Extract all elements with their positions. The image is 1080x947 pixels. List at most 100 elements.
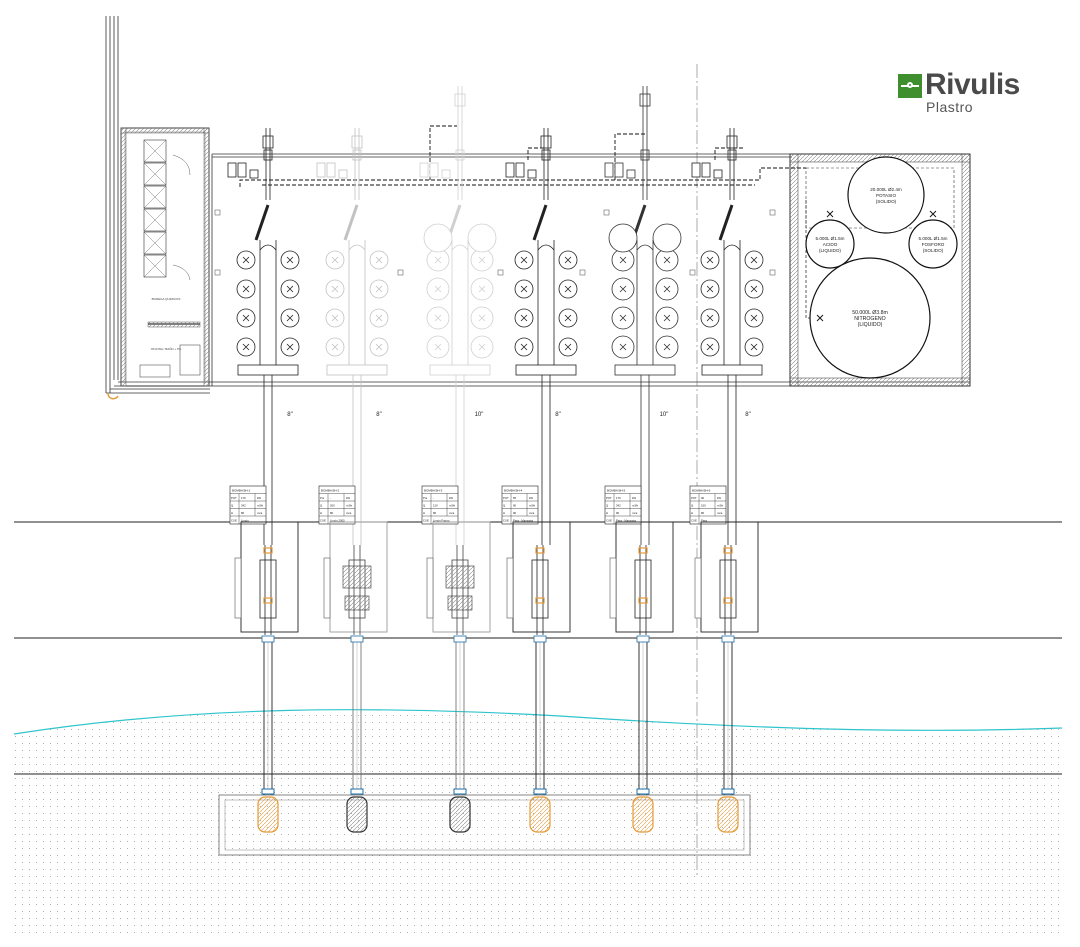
pump-param-value: Pera - Manzana	[616, 519, 636, 523]
filter-station-1	[227, 128, 300, 545]
pump-param-value: 90	[616, 511, 620, 515]
pump-param-unit: m3/h	[346, 504, 353, 508]
room-label-2: OFICINA / BAÑO + PC	[151, 346, 182, 351]
pump-title: BOMBA BH-1	[232, 489, 251, 493]
pump-param-unit: m3/h	[632, 504, 639, 508]
pump-param-unit: kW	[257, 496, 261, 500]
pump-param-name: POT	[606, 496, 612, 500]
pump-title: BOMBA BH-6	[692, 489, 711, 493]
pump-param-name: Q	[691, 504, 694, 508]
pump-param-name: CUE	[606, 519, 612, 523]
pump-param-name: H	[423, 511, 425, 515]
pump-title: BOMBA BH-2	[321, 489, 340, 493]
pump-param-value: 176	[616, 496, 621, 500]
pipe-size-label: 8"	[745, 412, 750, 418]
filter-station-3	[419, 86, 497, 545]
pump-param-unit: m3/h	[449, 504, 456, 508]
tank-product: FOSFORO	[922, 242, 945, 247]
tank-volume: 5.000L Ø1.5m	[816, 236, 845, 241]
pump-param-value: 90	[701, 496, 705, 500]
pump-param-unit: kW	[717, 496, 721, 500]
well-screen-enclosure	[218, 794, 751, 856]
main-conduit	[105, 16, 970, 400]
brand-mark-icon	[898, 74, 922, 98]
pump-param-value: -	[330, 496, 331, 500]
pump-title: BOMBA BH-4	[504, 489, 523, 493]
pump-param-value: Limón Futuro	[433, 519, 450, 523]
pump-param-value: 120	[433, 504, 438, 508]
pump-param-value: -	[433, 496, 434, 500]
pump-param-value: Limón	[241, 519, 249, 523]
pump-param-name: CUE	[423, 519, 429, 523]
pump-param-name: H	[691, 511, 693, 515]
pump-param-unit: kW	[346, 496, 350, 500]
brand-name: Rivulis	[925, 68, 1020, 101]
pump-param-unit: kW	[449, 496, 453, 500]
pump-param-name: POT	[691, 496, 697, 500]
filter-station-2	[316, 128, 389, 545]
pump-param-unit: m3/h	[257, 504, 264, 508]
marker-squares	[214, 209, 776, 276]
pump-param-name: Q	[423, 504, 426, 508]
tank-product: NITROGENO	[854, 316, 885, 322]
pipe-size-label: 8"	[555, 412, 560, 418]
pump-param-name: POT	[503, 496, 509, 500]
pump-param-value: 200	[330, 504, 335, 508]
pump-param-name: H	[606, 511, 608, 515]
tank-volume: 50.000L Ø3.8m	[852, 310, 888, 316]
tank-volume: 20.000L Ø2.4m	[870, 187, 902, 192]
pump-param-name: H	[231, 511, 233, 515]
brand-logo: Rivulis Plastro	[898, 68, 1038, 122]
tank-state: (LIQUIDO)	[858, 322, 883, 328]
pump-param-name: Q	[503, 504, 506, 508]
pump-param-value: 80	[701, 511, 705, 515]
filtration-frame	[211, 153, 792, 386]
pump-param-unit: mca	[257, 511, 263, 515]
pump-param-value: 55	[513, 496, 517, 500]
pump-param-name: POT	[231, 496, 237, 500]
pump-param-name: Pot	[423, 496, 427, 500]
pump-param-name: CUE	[691, 519, 697, 523]
pump-param-unit: kW	[529, 496, 533, 500]
pump-title: BOMBA BH-5	[607, 489, 626, 493]
pipe-size-label: 8"	[287, 412, 292, 418]
tank-product: ACIDO	[823, 242, 838, 247]
pump-param-value: 80	[330, 511, 334, 515]
tank-state: (LIQUIDO)	[819, 248, 841, 253]
pump-param-value: 90	[513, 504, 517, 508]
pump-param-unit: mca	[717, 511, 723, 515]
pump-param-value: 176	[241, 496, 246, 500]
pump-param-value: 86	[241, 511, 245, 515]
pump-param-value: Limón 2000	[330, 519, 345, 523]
filter-station-5	[604, 86, 682, 545]
pump-title: BOMBA BH-3	[424, 489, 443, 493]
pipe-size-label: 10"	[660, 412, 669, 418]
pump-param-value: 90	[513, 511, 517, 515]
pump-param-value: 80	[433, 511, 437, 515]
tank-state: (SOLIDO)	[876, 199, 897, 204]
pipe-size-label: 8"	[376, 412, 381, 418]
water-table-line	[13, 709, 1063, 735]
pump-param-name: Pot	[320, 496, 324, 500]
pump-param-name: Q	[231, 504, 234, 508]
brand-sub: Plastro	[926, 99, 974, 115]
pump-param-unit: mca	[529, 511, 535, 515]
pump-param-name: CUE	[503, 519, 509, 523]
pump-param-unit: m3/h	[717, 504, 724, 508]
pump-param-unit: mca	[632, 511, 638, 515]
